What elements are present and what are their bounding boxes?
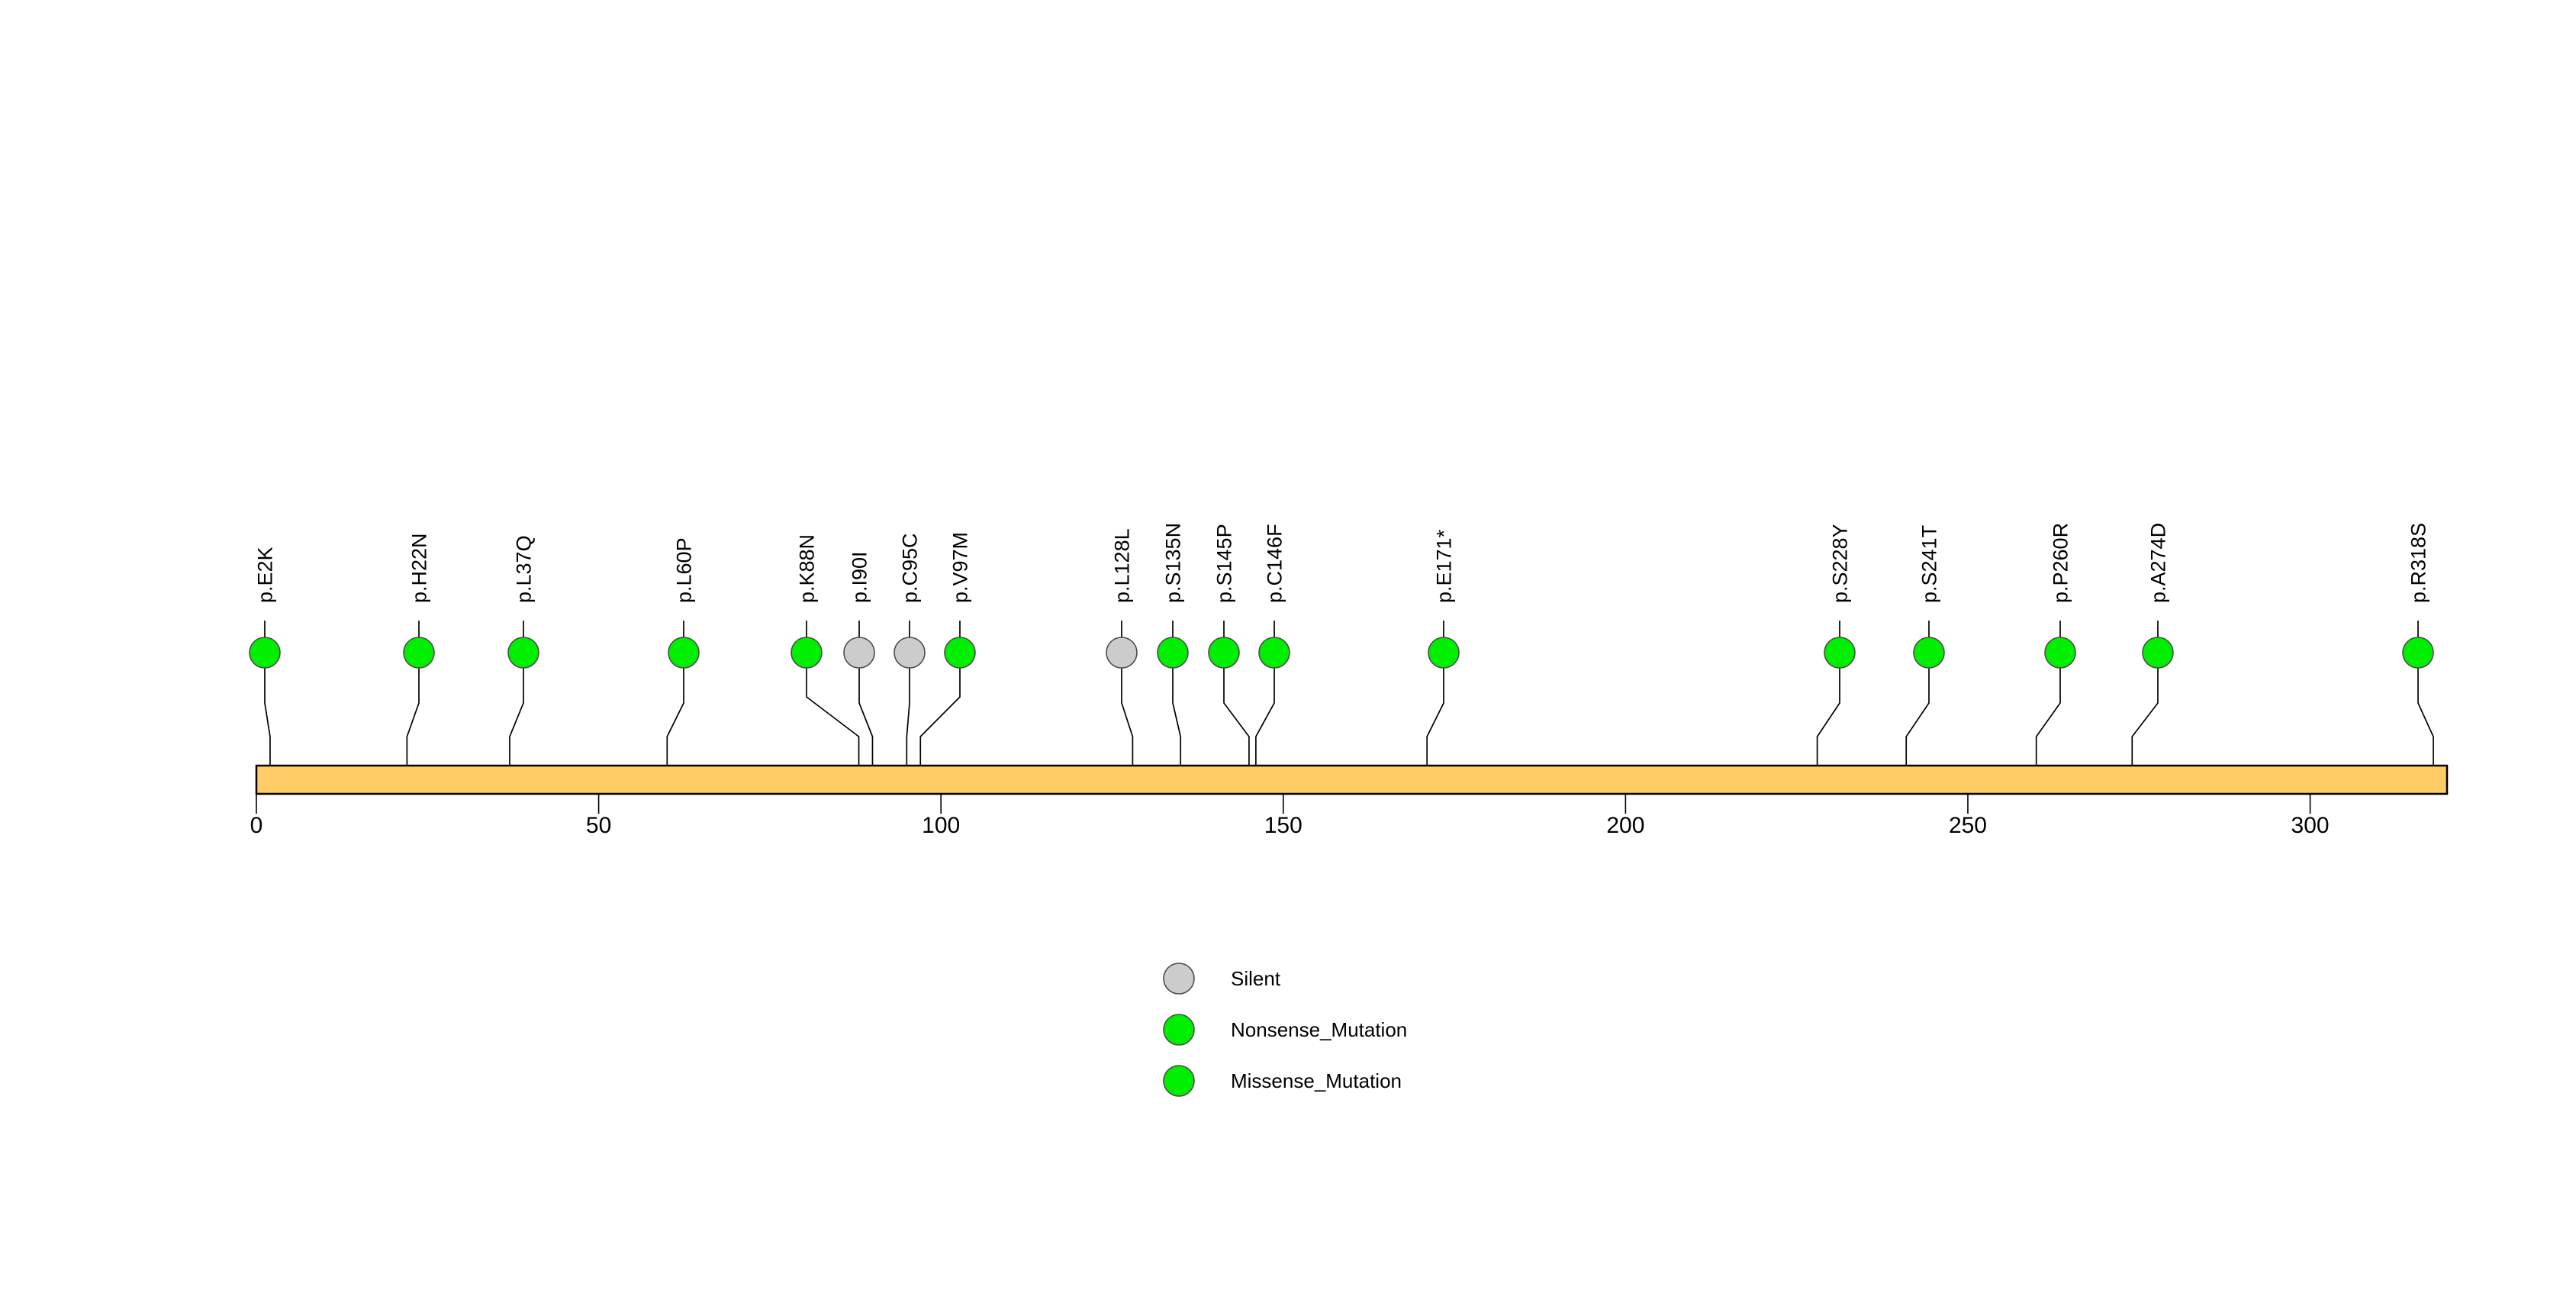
axis-tick-label: 150 <box>1264 813 1302 838</box>
mutation-label-pC95C: p.C95C <box>899 533 922 603</box>
mutation-label-pC146F: p.C146F <box>1264 524 1286 603</box>
mutation-label-pI90I: p.I90I <box>848 551 871 603</box>
mutation-label-pE171: p.E171* <box>1433 529 1456 603</box>
mutation-label-pL60P: p.L60P <box>673 537 696 603</box>
mutation-marker-pR318S[interactable] <box>2402 637 2434 669</box>
mutation-labels-layer: p.E2K p.H22N p.L37Q p.L60P p.K88N p.I90I p.C95… <box>254 523 2430 603</box>
legend-label-nonsense_mutation: Nonsense_Mutation <box>1231 1018 1407 1041</box>
axis-tick-label: 0 <box>250 813 263 838</box>
mutation-marker-pL128L[interactable] <box>1106 637 1138 669</box>
mutation-label-pV97M: p.V97M <box>949 532 972 603</box>
mutation-label-pL128L: p.L128L <box>1111 528 1134 603</box>
mutation-marker-pS228Y[interactable] <box>1824 637 1856 669</box>
legend-label-missense_mutation: Missense_Mutation <box>1231 1069 1402 1092</box>
mutation-label-pR318S: p.R318S <box>2407 523 2430 603</box>
mutation-label-pL37Q: p.L37Q <box>513 535 536 603</box>
legend-swatch-silent[interactable] <box>1163 963 1195 995</box>
mutation-label-pE2K: p.E2K <box>254 547 277 603</box>
axis-tick-label: 100 <box>922 813 960 838</box>
protein-bar-layer <box>255 764 2449 795</box>
mutation-marker-pC146F[interactable] <box>1258 637 1290 669</box>
legend-label-silent: Silent <box>1231 967 1281 990</box>
mutation-label-pS241T: p.S241T <box>1918 525 1941 603</box>
mutation-label-pS145P: p.S145P <box>1213 524 1236 603</box>
axis-tick-label: 250 <box>1949 813 1987 838</box>
mutation-marker-pS135N[interactable] <box>1157 637 1189 669</box>
mutation-marker-pS145P[interactable] <box>1208 637 1240 669</box>
mutation-label-pS135N: p.S135N <box>1162 523 1185 603</box>
mutation-marker-pE2K[interactable] <box>249 637 281 669</box>
mutation-marker-pS241T[interactable] <box>1913 637 1945 669</box>
mutation-markers-layer <box>249 637 2434 669</box>
axis-tick-label: 300 <box>2291 813 2330 838</box>
axis-tick-label: 50 <box>586 813 611 838</box>
mutation-marker-pP260R[interactable] <box>2044 637 2076 669</box>
mutation-marker-pC95C[interactable] <box>894 637 926 669</box>
mutation-marker-pH22N[interactable] <box>403 637 435 669</box>
legend-swatch-missense_mutation[interactable] <box>1163 1065 1195 1097</box>
mutation-label-pP260R: p.P260R <box>2050 523 2072 603</box>
mutation-label-pA274D: p.A274D <box>2147 523 2170 603</box>
mutation-marker-pE171[interactable] <box>1428 637 1460 669</box>
mutation-marker-pL60P[interactable] <box>668 637 700 669</box>
protein-backbone-bar <box>255 764 2449 795</box>
mutation-marker-pA274D[interactable] <box>2142 637 2174 669</box>
mutation-label-pH22N: p.H22N <box>408 533 431 603</box>
mutation-label-pS228Y: p.S228Y <box>1829 524 1852 603</box>
mutation-label-pK88N: p.K88N <box>796 534 819 603</box>
axis-tick-label: 200 <box>1606 813 1644 838</box>
mutation-marker-pK88N[interactable] <box>791 637 823 669</box>
x-axis-layer: 0 50 100 150 200 250 300 <box>250 794 2330 838</box>
mutation-marker-pI90I[interactable] <box>843 637 875 669</box>
mutation-marker-pV97M[interactable] <box>944 637 976 669</box>
legend-swatch-nonsense_mutation[interactable] <box>1163 1014 1195 1046</box>
mutation-marker-pL37Q[interactable] <box>507 637 539 669</box>
